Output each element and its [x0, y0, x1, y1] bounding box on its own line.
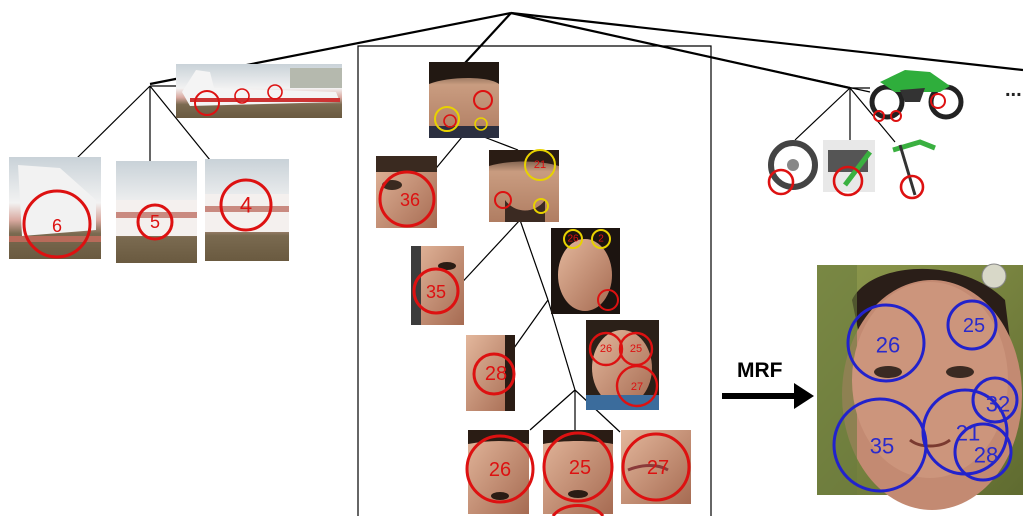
mrf-label-35: 35 — [870, 434, 894, 459]
face-part-label-36: 36 — [400, 190, 420, 210]
face-root-image — [429, 62, 499, 138]
mrf-arrow: MRF — [722, 359, 814, 409]
motorbike-part-2 — [823, 140, 875, 197]
face-leaf-label-25: 25 — [569, 457, 591, 479]
face-part-label-35: 35 — [426, 282, 446, 302]
face-level1-label-21: 21 — [534, 159, 546, 171]
airplane-part-label-5: 5 — [150, 212, 160, 232]
face-part-28: 28 — [466, 335, 516, 411]
face-level2-label-26: 26 — [567, 234, 579, 245]
mrf-label-25: 25 — [963, 315, 985, 337]
face-level2-image: 26 2 — [551, 228, 620, 314]
airplane-part-6: 6 — [9, 157, 101, 259]
face-leaf-26: 26 — [465, 430, 535, 514]
face-leaf-label-27: 27 — [647, 457, 669, 479]
face-leaf-27: 27 — [621, 430, 691, 504]
face-level3-label-26: 26 — [600, 343, 612, 355]
airplane-branch: 6 5 4 — [9, 64, 342, 263]
mrf-label-32: 32 — [986, 392, 1010, 417]
mrf-label-28: 28 — [974, 443, 998, 468]
mrf-label: MRF — [737, 359, 783, 382]
face-level3-image: 26 25 27 — [586, 320, 659, 410]
mrf-label-26: 26 — [876, 333, 900, 358]
airplane-part-4: 4 — [205, 159, 289, 261]
face-level3-label-25: 25 — [630, 343, 642, 355]
more-categories-ellipsis: ... — [1005, 79, 1022, 101]
airplane-root-image — [176, 64, 342, 118]
face-part-36: 36 — [376, 156, 437, 228]
face-part-label-28: 28 — [485, 363, 507, 385]
face-leaf-label-26: 26 — [489, 459, 511, 481]
airplane-part-label-6: 6 — [52, 216, 62, 236]
airplane-part-label-4: 4 — [240, 193, 252, 218]
faces-branch: 36 21 35 26 2 — [376, 62, 691, 516]
motorbike-root-image — [869, 70, 964, 122]
mrf-result-image: 26 25 35 21 32 28 — [817, 263, 1023, 510]
face-leaf-25: 25 — [542, 430, 614, 516]
face-level2-label-2: 2 — [598, 234, 604, 245]
face-part-35: 35 — [411, 246, 464, 325]
motorbike-branch: ... — [767, 70, 1022, 200]
face-level1-image: 21 — [489, 149, 559, 222]
motorbike-part-3 — [892, 139, 936, 200]
motorbike-part-1 — [767, 140, 818, 196]
faces-category-box — [357, 45, 712, 516]
face-level3-label-27: 27 — [631, 381, 643, 393]
airplane-part-5: 5 — [116, 161, 197, 263]
